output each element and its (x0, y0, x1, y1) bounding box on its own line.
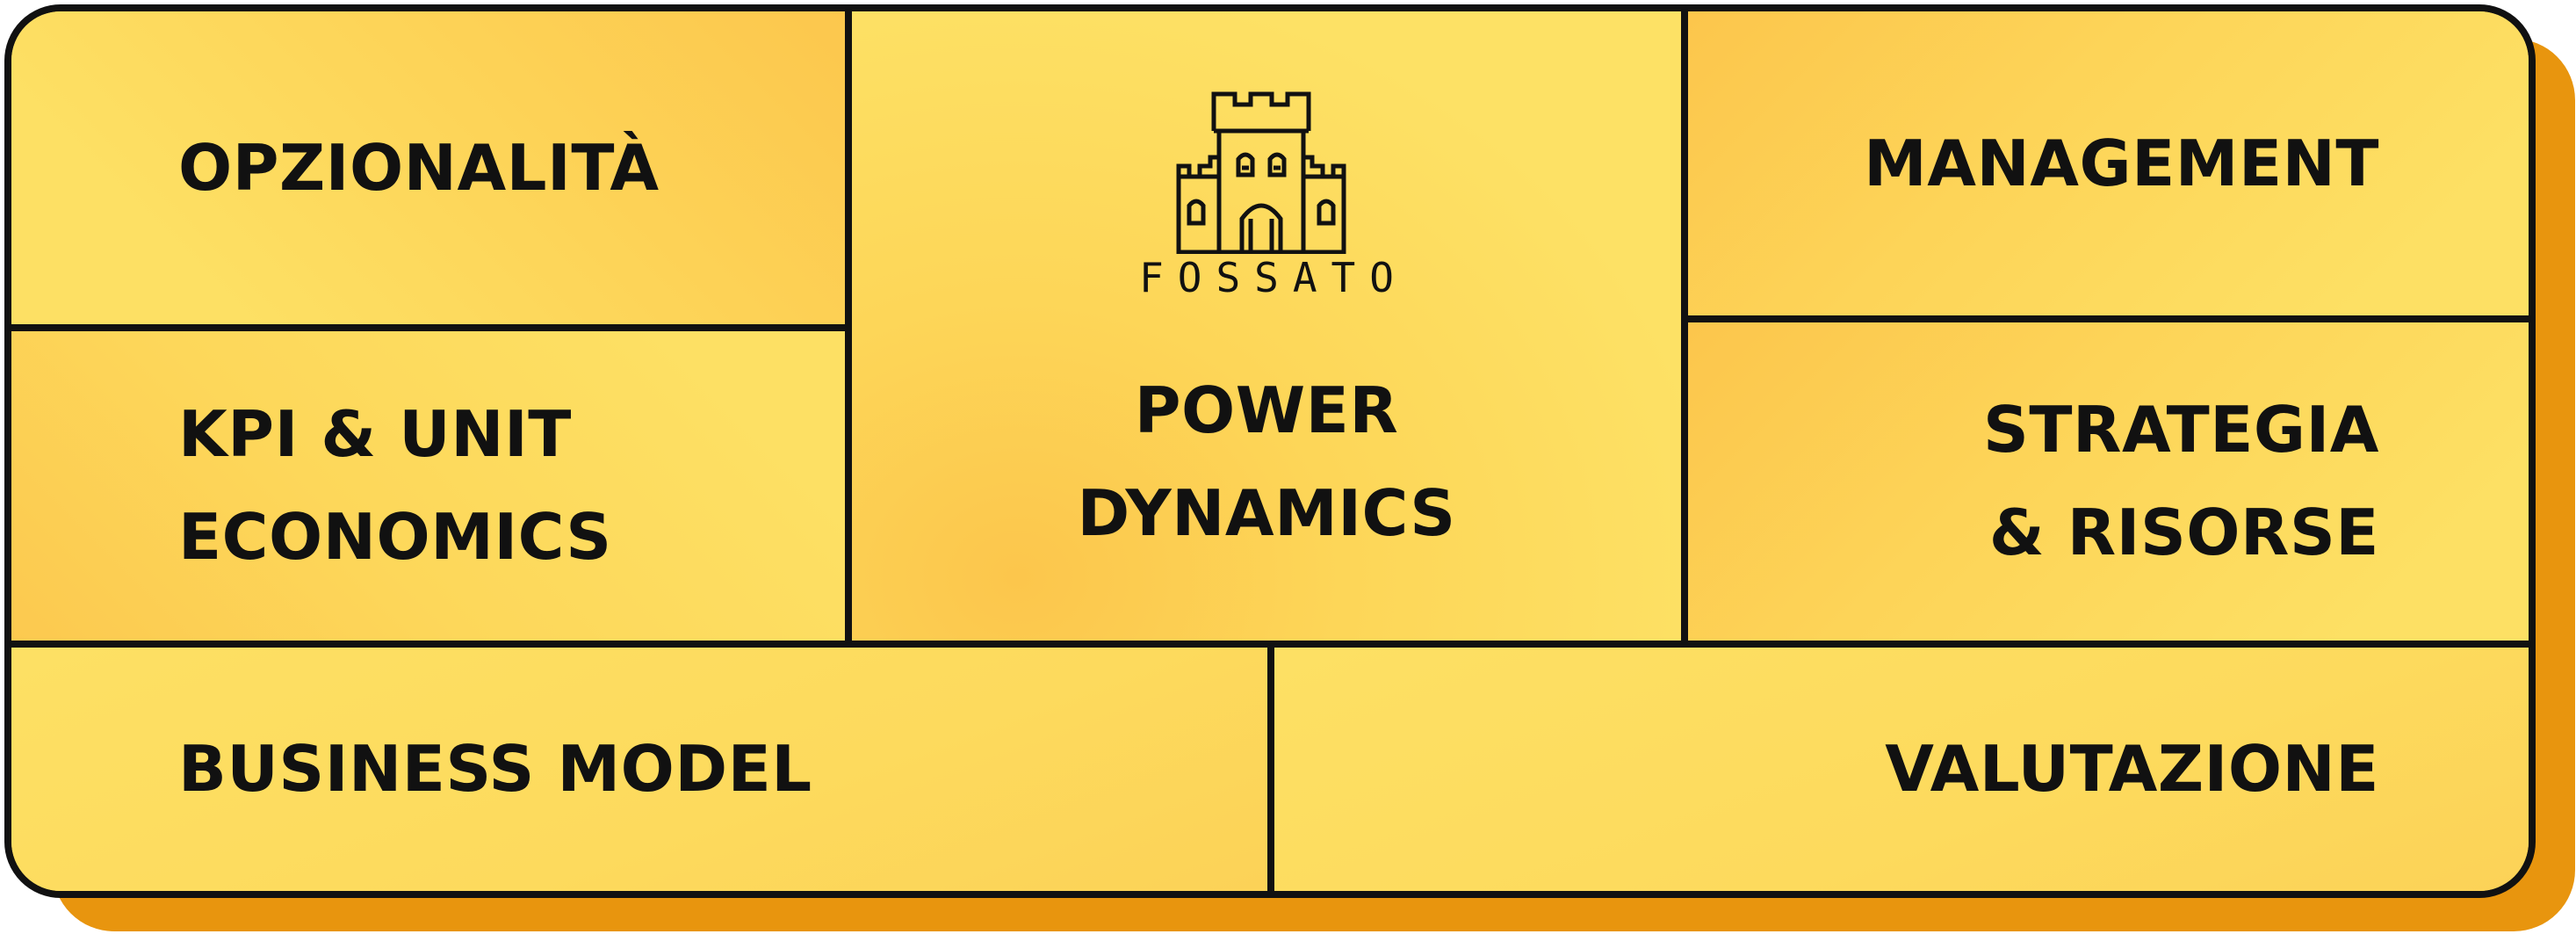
label-kpi-unit-economics: KPI & UNIT ECONOMICS (178, 383, 612, 588)
label-power: POWER (1134, 373, 1399, 448)
cell-power-dynamics: FOSSATO POWER DYNAMICS (852, 11, 1681, 641)
label-kpi-line2: ECONOMICS (178, 500, 612, 574)
label-dynamics: DYNAMICS (1077, 476, 1456, 550)
fossato-board: OPZIONALITÀ KPI & UNIT ECONOMICS (4, 4, 2536, 898)
cell-opzionalita: OPZIONALITÀ (11, 11, 845, 324)
divider-right-horizontal (1688, 315, 2529, 322)
cell-kpi-unit-economics: KPI & UNIT ECONOMICS (11, 331, 845, 641)
cell-business-model: BUSINESS MODEL (11, 648, 1267, 891)
label-strategia-risorse: STRATEGIA & RISORSE (1983, 379, 2379, 583)
cell-strategia-risorse: STRATEGIA & RISORSE (1688, 322, 2529, 641)
label-opzionalita: OPZIONALITÀ (178, 130, 660, 205)
label-strategia-line2: & RISORSE (1988, 496, 2379, 569)
label-business-model: BUSINESS MODEL (178, 732, 812, 807)
fossato-logo: FOSSATO (1125, 87, 1408, 298)
label-kpi-line1: KPI & UNIT (178, 397, 572, 472)
divider-bottom-horizontal (11, 641, 2529, 648)
label-valutazione: VALUTAZIONE (1885, 732, 2379, 807)
label-power-dynamics: POWER DYNAMICS (1077, 359, 1455, 564)
label-management: MANAGEMENT (1864, 126, 2379, 200)
castle-icon (1176, 91, 1346, 255)
divider-left-vertical (845, 11, 852, 648)
divider-right-vertical (1681, 11, 1688, 648)
label-strategia-line1: STRATEGIA (1983, 393, 2379, 467)
divider-bottom-vertical (1267, 648, 1274, 891)
logo-wordmark: FOSSATO (1139, 254, 1408, 302)
divider-left-horizontal (11, 324, 845, 331)
cell-management: MANAGEMENT (1688, 11, 2529, 315)
cell-valutazione: VALUTAZIONE (1274, 648, 2529, 891)
